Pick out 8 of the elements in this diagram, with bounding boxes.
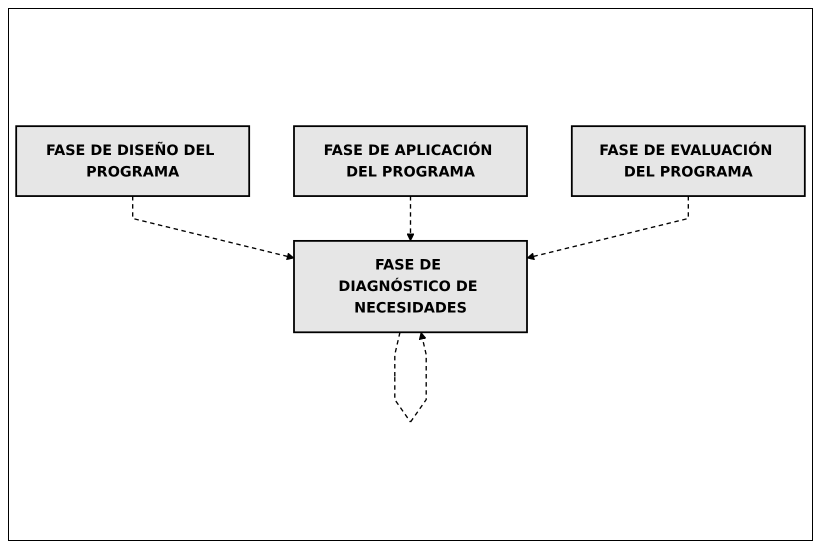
node-box: FASE DE EVALUACIÓN DEL PROGRAMA (570, 126, 806, 198)
arrow (132, 196, 294, 260)
node-box: FASE DE DISEÑO DEL PROGRAMA (15, 126, 250, 198)
arrow (526, 196, 689, 260)
node-box: FASE DE APLICACIÓN DEL PROGRAMA (293, 126, 528, 198)
node-box: FASE DE DIAGNÓSTICO DE NECESIDADES (293, 240, 528, 334)
arrow (394, 332, 427, 423)
arrow (406, 196, 414, 242)
